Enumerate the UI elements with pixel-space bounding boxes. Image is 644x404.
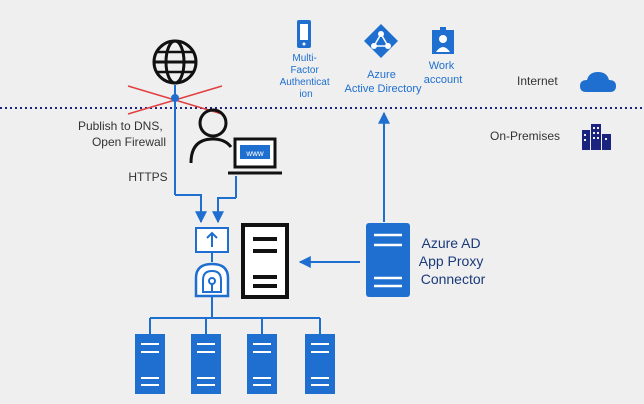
work-account-icon xyxy=(432,27,454,54)
phone-icon xyxy=(297,20,311,48)
upload-box-icon xyxy=(195,227,229,253)
https-label: HTTPS xyxy=(128,170,167,184)
user-icon xyxy=(189,108,233,164)
backend-server-4 xyxy=(305,334,335,394)
laptop-icon: www xyxy=(228,137,282,175)
connector-server-icon xyxy=(366,223,410,297)
load-balancer-icon xyxy=(194,262,230,298)
publish-dns-label: Publish to DNS, Open Firewall xyxy=(78,119,166,149)
azure-ad-icon xyxy=(364,24,398,58)
globe-icon xyxy=(152,39,198,85)
laptop-screen-text: www xyxy=(245,149,264,158)
backend-server-2 xyxy=(191,334,221,394)
connector-lines xyxy=(171,85,390,268)
mfa-label: Multi- Factor Authenticat ion xyxy=(280,53,333,100)
on-premises-label: On-Premises xyxy=(490,129,560,143)
internet-label: Internet xyxy=(517,74,558,88)
server-icon xyxy=(241,223,289,299)
connector-label: Azure AD App Proxy Connector xyxy=(419,235,487,287)
backend-server-1 xyxy=(135,334,165,394)
work-account-label: Work account xyxy=(424,60,463,86)
backend-server-3 xyxy=(247,334,277,394)
backend-tree-lines xyxy=(149,296,321,334)
buildings-icon xyxy=(582,124,611,150)
cloud-icon xyxy=(580,72,616,92)
azure-ad-label: Azure Active Directory xyxy=(344,69,422,95)
